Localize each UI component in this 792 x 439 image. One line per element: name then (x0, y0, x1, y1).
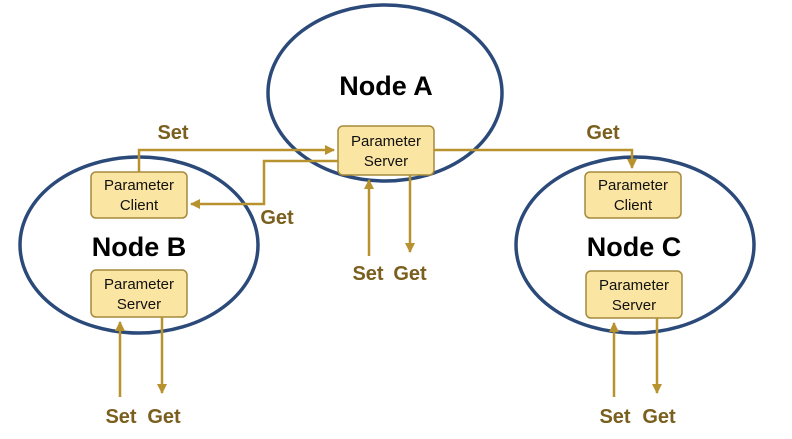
arrow-b-client-set-to-a (137, 145, 335, 172)
node-c-client-line1: Parameter (598, 177, 668, 194)
label-c-get: Get (642, 406, 676, 428)
node-a-server-line1: Parameter (351, 133, 421, 150)
node-c-parameter-client: Parameter Client (584, 171, 682, 219)
arrow-a-get-to-b-client (190, 159, 338, 209)
label-b-set: Set (105, 406, 136, 428)
label-a-get: Get (393, 263, 427, 285)
node-a-ellipse (266, 3, 504, 183)
node-b-client-line2: Client (120, 197, 159, 214)
node-a-server-line2: Server (364, 153, 408, 170)
label-b-to-a-set: Set (157, 122, 188, 144)
node-c-ellipse (514, 155, 756, 335)
node-c-server-line2: Server (612, 297, 656, 314)
arrow-a-get-to-c-client (434, 148, 637, 169)
node-b-server-line1: Parameter (104, 276, 174, 293)
label-a-to-c-get: Get (586, 122, 620, 144)
node-c-title: Node C (587, 232, 682, 262)
label-c-set: Set (599, 406, 630, 428)
node-b-parameter-server: Parameter Server (90, 269, 188, 318)
node-a-title: Node A (339, 71, 433, 101)
label-b-get: Get (147, 406, 181, 428)
node-a-parameter-server: Parameter Server (337, 125, 435, 176)
node-c-client-line2: Client (614, 197, 653, 214)
node-c-parameter-server: Parameter Server (585, 270, 683, 319)
node-c-server-line1: Parameter (599, 277, 669, 294)
label-a-set: Set (352, 263, 383, 285)
node-b-server-line2: Server (117, 296, 161, 313)
label-a-to-b-get: Get (260, 207, 294, 229)
node-b-parameter-client: Parameter Client (90, 171, 188, 219)
node-b-title: Node B (92, 232, 187, 262)
node-b-client-line1: Parameter (104, 177, 174, 194)
